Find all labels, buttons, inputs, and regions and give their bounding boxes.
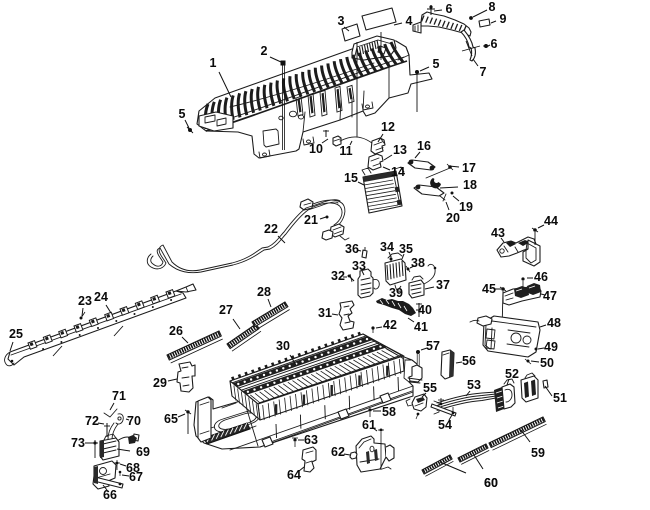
svg-text:40: 40 (418, 303, 432, 317)
svg-text:35: 35 (399, 242, 413, 256)
svg-text:20: 20 (446, 211, 460, 225)
svg-text:57: 57 (426, 339, 440, 353)
svg-text:50: 50 (540, 356, 554, 370)
svg-text:18: 18 (463, 178, 477, 192)
svg-text:60: 60 (484, 476, 498, 490)
svg-text:53: 53 (467, 378, 481, 392)
svg-text:15: 15 (344, 171, 358, 185)
svg-text:32: 32 (331, 269, 345, 283)
svg-text:42: 42 (383, 318, 397, 332)
svg-text:34: 34 (380, 240, 394, 254)
svg-text:66: 66 (103, 488, 117, 502)
svg-text:71: 71 (112, 389, 126, 403)
svg-text:8: 8 (489, 0, 496, 14)
svg-text:48: 48 (547, 316, 561, 330)
svg-text:24: 24 (94, 290, 108, 304)
svg-text:68: 68 (126, 461, 140, 475)
svg-text:16: 16 (417, 139, 431, 153)
svg-text:60: 60 (484, 476, 498, 490)
svg-text:37: 37 (436, 278, 450, 292)
svg-text:17: 17 (462, 161, 476, 175)
svg-text:73: 73 (71, 436, 85, 450)
svg-text:31: 31 (318, 306, 332, 320)
svg-text:59: 59 (531, 446, 545, 460)
svg-text:70: 70 (127, 414, 141, 428)
svg-text:61: 61 (362, 418, 376, 432)
svg-text:44: 44 (544, 214, 558, 228)
svg-text:6: 6 (491, 37, 498, 51)
svg-text:36: 36 (345, 242, 359, 256)
svg-text:54: 54 (438, 418, 452, 432)
svg-text:4: 4 (406, 14, 413, 28)
svg-text:1: 1 (210, 56, 217, 70)
svg-text:62: 62 (331, 445, 345, 459)
svg-text:25: 25 (9, 327, 23, 341)
svg-text:39: 39 (389, 286, 403, 300)
svg-text:14: 14 (391, 165, 405, 179)
svg-text:52: 52 (505, 367, 519, 381)
svg-text:3: 3 (338, 14, 345, 28)
svg-text:2: 2 (261, 44, 268, 58)
svg-text:30: 30 (276, 339, 290, 353)
svg-text:5: 5 (433, 57, 440, 71)
svg-text:29: 29 (153, 376, 167, 390)
svg-text:26: 26 (169, 324, 183, 338)
svg-text:58: 58 (382, 405, 396, 419)
svg-text:65: 65 (164, 412, 178, 426)
svg-text:47: 47 (543, 289, 557, 303)
svg-text:72: 72 (85, 414, 99, 428)
svg-text:43: 43 (491, 226, 505, 240)
svg-text:23: 23 (78, 294, 92, 308)
svg-text:33: 33 (352, 259, 366, 273)
svg-text:46: 46 (534, 270, 548, 284)
svg-text:45: 45 (482, 282, 496, 296)
svg-text:19: 19 (459, 200, 473, 214)
svg-text:13: 13 (393, 143, 407, 157)
svg-text:22: 22 (264, 222, 278, 236)
svg-text:27: 27 (219, 303, 233, 317)
svg-text:41: 41 (414, 320, 428, 334)
svg-text:28: 28 (257, 285, 271, 299)
svg-text:67: 67 (129, 470, 143, 484)
svg-text:56: 56 (462, 354, 476, 368)
svg-text:21: 21 (304, 213, 318, 227)
svg-text:5: 5 (179, 107, 186, 121)
svg-text:11: 11 (339, 144, 352, 158)
svg-text:64: 64 (287, 468, 301, 482)
svg-text:9: 9 (500, 12, 507, 26)
svg-text:12: 12 (381, 120, 395, 134)
svg-text:10: 10 (309, 142, 323, 156)
svg-text:38: 38 (411, 256, 425, 270)
svg-text:63: 63 (304, 433, 318, 447)
svg-text:69: 69 (136, 445, 150, 459)
svg-text:49: 49 (544, 340, 558, 354)
svg-text:7: 7 (480, 65, 487, 79)
svg-text:55: 55 (423, 381, 437, 395)
svg-text:6: 6 (446, 2, 453, 16)
svg-text:51: 51 (553, 391, 567, 405)
